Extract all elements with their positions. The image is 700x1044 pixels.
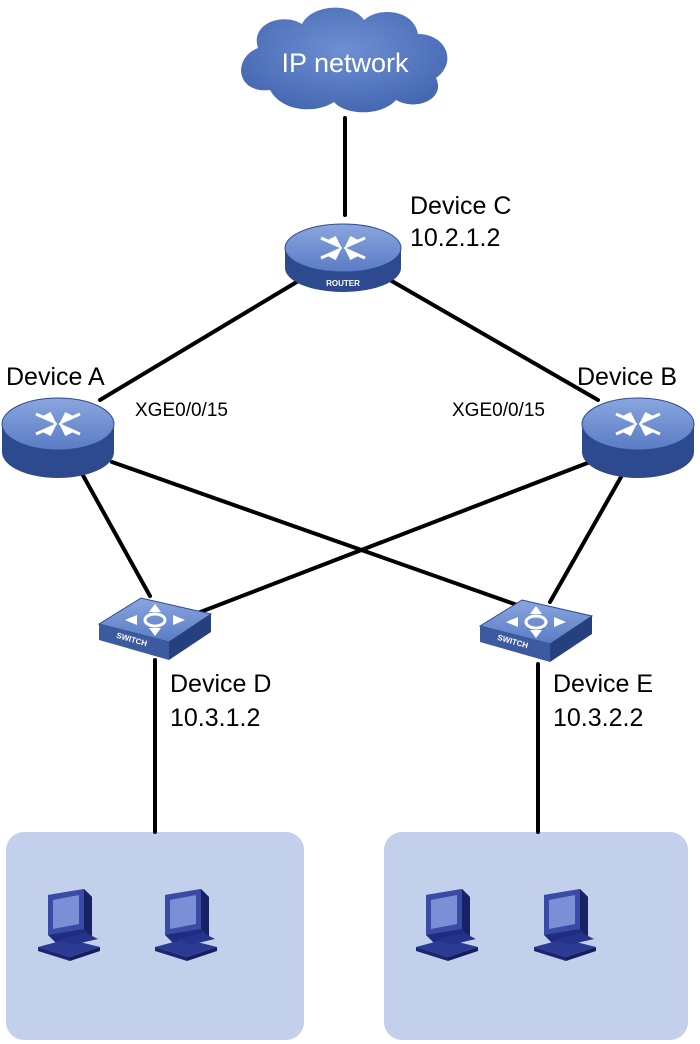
host-area-right (384, 832, 688, 1040)
links (78, 116, 627, 834)
link-c-b (388, 278, 600, 402)
device-e-switch-icon: SWITCH (478, 599, 594, 662)
link-c-a (98, 278, 302, 402)
device-a-name: Device A (6, 363, 105, 391)
device-b-icon (581, 397, 695, 478)
device-a-port: XGE0/0/15 (135, 400, 228, 421)
device-d-name: Device D (170, 670, 271, 698)
link-b-d (188, 460, 592, 618)
device-c-name: Device C (410, 192, 511, 220)
link-b-e (548, 468, 627, 604)
link-a-d (78, 468, 152, 598)
cloud-label: IP network (281, 48, 409, 78)
device-c-badge: ROUTER (326, 279, 360, 288)
ip-network-cloud: IP network (241, 7, 448, 113)
device-b-port: XGE0/0/15 (452, 400, 545, 421)
device-e-ip: 10.3.2.2 (553, 704, 643, 732)
device-d-switch-icon: SWITCH (97, 597, 213, 660)
device-c-router-icon: ROUTER (284, 223, 402, 292)
host-area-left (6, 832, 304, 1040)
device-a-icon (1, 397, 115, 478)
device-d-ip: 10.3.1.2 (170, 704, 260, 732)
link-a-e (110, 460, 522, 608)
device-c-ip: 10.2.1.2 (410, 224, 500, 252)
device-b-name: Device B (577, 363, 677, 391)
device-e-name: Device E (553, 670, 653, 698)
